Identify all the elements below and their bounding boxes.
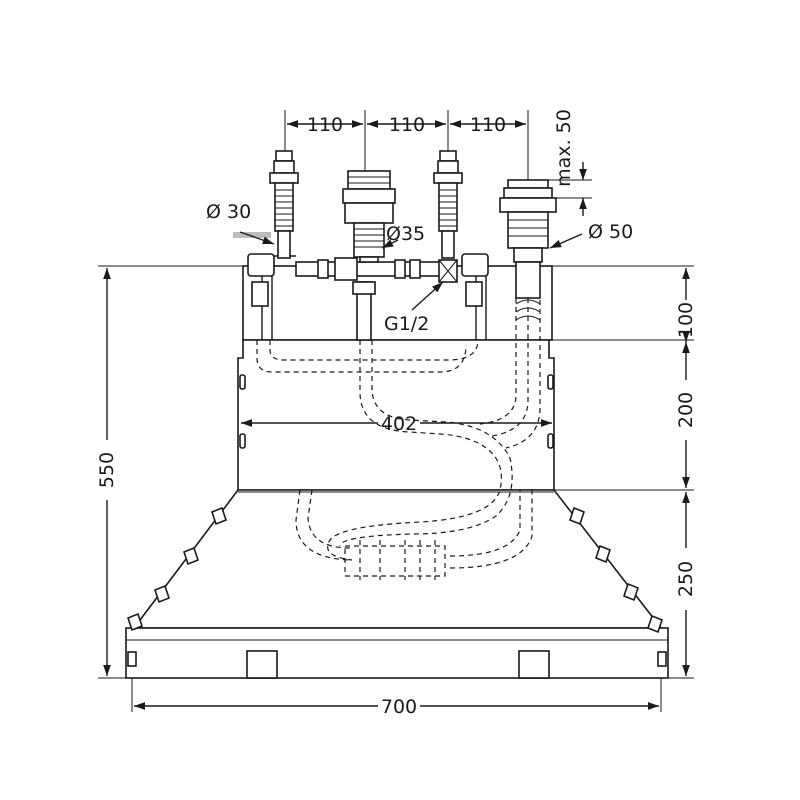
dim-spacing-2: 110 <box>389 114 425 136</box>
dim-inner-width: 402 <box>381 413 417 435</box>
dimension-lines <box>98 110 694 712</box>
dim-height-mid: 200 <box>675 392 697 428</box>
spout-outlet <box>499 179 557 321</box>
dim-spacing-1: 110 <box>307 114 343 136</box>
dim-thread: G1/2 <box>384 313 429 335</box>
dim-diameter-center: Ø35 <box>386 223 425 245</box>
dimension-labels: 110 110 110 max. 50 Ø 30 Ø35 Ø 50 G1/2 4… <box>96 109 697 718</box>
base-foot-left <box>246 650 278 679</box>
dim-diameter-left: Ø 30 <box>206 201 251 223</box>
valve-left <box>269 150 299 259</box>
dim-max-height: max. 50 <box>553 109 575 187</box>
clamp-teeth <box>127 506 663 634</box>
dim-height-top: 100 <box>675 302 697 338</box>
dim-diameter-right: Ø 50 <box>588 221 633 243</box>
dim-height-bottom: 250 <box>675 561 697 597</box>
leader-shadow <box>233 232 271 238</box>
piping <box>247 253 489 341</box>
dim-total-height: 550 <box>96 452 118 488</box>
hidden-hoses <box>256 262 541 580</box>
base-foot-right <box>518 650 550 679</box>
valve-center <box>342 170 396 263</box>
mounting-box <box>125 265 669 679</box>
dim-spacing-3: 110 <box>470 114 506 136</box>
dim-total-width: 700 <box>381 696 417 718</box>
valve-right <box>433 150 463 259</box>
